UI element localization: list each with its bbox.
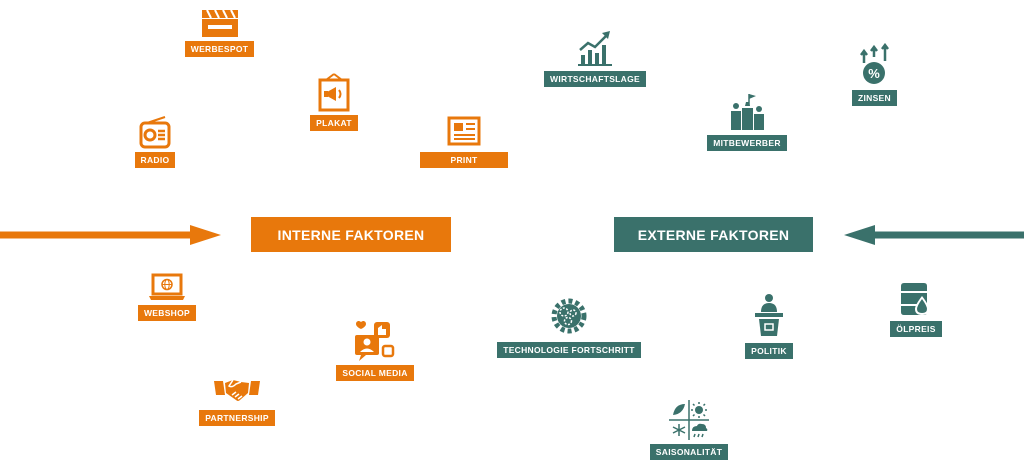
factor-plakat: PLAKAT (305, 72, 363, 131)
factor-webshop: WEBSHOP (133, 272, 201, 321)
external-arrow (844, 225, 1024, 245)
label-mitbewerber: MITBEWERBER (707, 135, 787, 151)
label-oelpreis: ÖLPREIS (890, 321, 942, 337)
poster-megaphone-icon (318, 73, 350, 112)
laptop-globe-icon (149, 273, 185, 300)
svg-text:%: % (868, 66, 880, 81)
factor-radio: RADIO (132, 115, 178, 168)
oil-barrel-drop-icon (901, 283, 929, 315)
label-zinsen: ZINSEN (852, 90, 897, 106)
factor-mitbewerber: MITBEWERBER (707, 92, 787, 151)
growth-chart-icon (578, 31, 612, 66)
social-media-icon (355, 320, 395, 361)
percent-arrows-icon: % (859, 43, 889, 84)
label-webshop: WEBSHOP (137, 305, 197, 321)
label-wirtschaftslage: WIRTSCHAFTSLAGE (544, 71, 646, 87)
seasons-icon (669, 400, 709, 440)
factor-technologie-fortschritt: TECHNOLOGIE FORTSCHRITT (497, 296, 641, 358)
label-saisonalitaet: SAISONALITÄT (649, 444, 729, 460)
external-factors-title: EXTERNE FAKTOREN (614, 217, 813, 252)
gears-icon (551, 298, 587, 334)
factor-werbespot: WERBESPOT (182, 8, 257, 57)
label-print: PRINT (420, 152, 508, 168)
label-partnership: PARTNERSHIP (199, 410, 275, 426)
label-politik: POLITIK (745, 343, 793, 359)
internal-arrow (0, 225, 221, 245)
newspaper-icon (447, 116, 481, 146)
factor-saisonalitaet: SAISONALITÄT (646, 398, 732, 460)
factor-zinsen: % ZINSEN (846, 43, 903, 106)
factor-politik: POLITIK (738, 292, 800, 359)
internal-factors-title: INTERNE FAKTOREN (251, 217, 451, 252)
factor-partnership: PARTNERSHIP (199, 375, 275, 426)
podium-competitors-icon (731, 94, 764, 130)
factor-social-media: SOCIAL MEDIA (336, 318, 414, 381)
factor-wirtschaftslage: WIRTSCHAFTSLAGE (544, 28, 646, 87)
factor-print: PRINT (420, 116, 508, 168)
label-social-media: SOCIAL MEDIA (336, 365, 414, 381)
clapperboard-icon (201, 9, 238, 37)
label-technologie-fortschritt: TECHNOLOGIE FORTSCHRITT (497, 342, 641, 358)
factor-oelpreis: ÖLPREIS (885, 280, 947, 337)
label-plakat: PLAKAT (310, 115, 358, 131)
label-werbespot: WERBESPOT (184, 41, 255, 57)
radio-icon (139, 116, 171, 149)
label-radio: RADIO (134, 152, 176, 168)
handshake-icon (214, 379, 260, 401)
speaker-lectern-icon (755, 294, 783, 336)
